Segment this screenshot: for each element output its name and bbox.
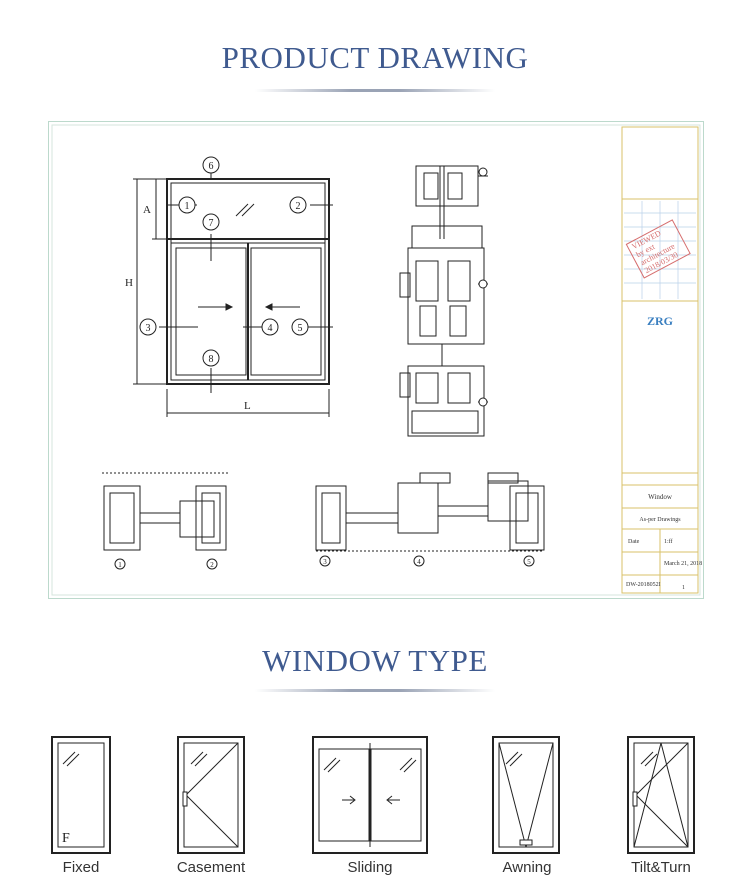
casement-window-icon — [177, 736, 245, 854]
window-elevation — [133, 173, 333, 417]
product-drawing-heading: PRODUCT DRAWING — [221, 40, 529, 75]
section-marker-1: 1 — [118, 561, 122, 569]
tilt-turn-label: Tilt&Turn — [631, 859, 691, 876]
window-type-heading: WINDOW TYPE — [262, 643, 488, 678]
section-marker-3: 3 — [323, 558, 327, 566]
marker-7: 7 — [209, 218, 214, 229]
horizontal-section-right — [315, 472, 545, 552]
drawing-number: DW-2018052I — [626, 582, 661, 588]
tilt-turn-window-icon — [627, 736, 695, 854]
dim-l-label: L — [244, 400, 251, 412]
dim-h-label: H — [125, 277, 133, 289]
section-marker-2: 2 — [210, 561, 214, 569]
marker-4: 4 — [268, 323, 273, 334]
sliding-label: Sliding — [347, 859, 393, 876]
date-value: March 21, 2018 — [664, 561, 702, 567]
marker-5: 5 — [298, 323, 303, 334]
zrg-logo: ZRG — [647, 314, 673, 328]
awning-window-icon — [492, 736, 560, 854]
heading-underline-2 — [255, 689, 495, 692]
fixed-window-icon: F — [51, 736, 111, 854]
horizontal-section-left — [102, 472, 228, 551]
marker-1: 1 — [185, 201, 190, 212]
heading-underline — [255, 89, 495, 92]
sliding-window-icon — [312, 736, 428, 854]
casement-label: Casement — [176, 859, 246, 876]
marker-8: 8 — [209, 354, 214, 365]
title-block — [621, 126, 699, 594]
awning-label: Awning — [502, 859, 552, 876]
page-number: 1 — [682, 585, 685, 591]
fixed-mark: F — [62, 831, 70, 846]
marker-3: 3 — [146, 323, 151, 334]
marker-2: 2 — [296, 201, 301, 212]
product-drawing: A H L 6 1 2 7 3 4 5 8 — [48, 121, 704, 599]
fixed-label: Fixed — [62, 859, 100, 876]
dim-a-label: A — [143, 204, 151, 216]
marker-6: 6 — [209, 161, 214, 172]
section-marker-4: 4 — [417, 558, 421, 566]
sheet-name: As-per Drawings — [639, 517, 681, 523]
scale-value: 1:ff — [664, 538, 673, 545]
product-name: Window — [648, 493, 673, 501]
section-marker-5: 5 — [527, 558, 531, 566]
date-label: Date — [628, 539, 640, 545]
